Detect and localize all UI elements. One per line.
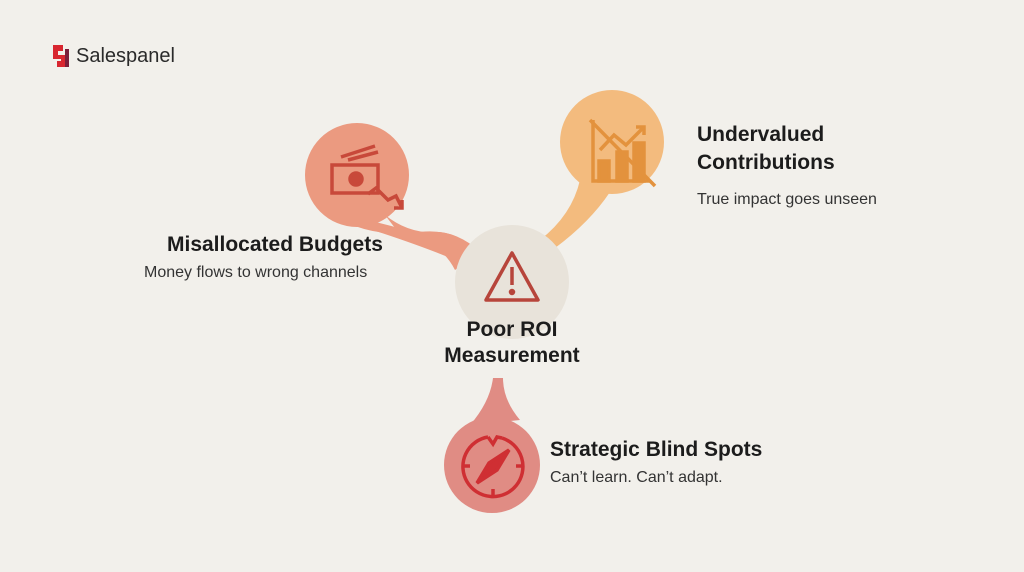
node-budgets-bubble	[305, 123, 480, 270]
node-blindspots-subtitle: Can’t learn. Can’t adapt.	[550, 469, 723, 486]
node-contributions-title-line2: Contributions	[697, 151, 835, 174]
node-blindspots-title: Strategic Blind Spots	[550, 438, 763, 461]
brand-name: Salespanel	[76, 44, 175, 67]
node-budgets-subtitle: Money flows to wrong channels	[144, 264, 368, 281]
brand-logo: Salespanel	[51, 43, 175, 69]
broken-compass-icon	[461, 435, 525, 499]
node-contributions-subtitle: True impact goes unseen	[697, 191, 877, 208]
salespanel-logo-icon	[53, 45, 69, 67]
warning-triangle-icon	[484, 251, 540, 302]
money-down-icon	[330, 144, 404, 210]
node-contributions-title-line1: Undervalued	[697, 123, 825, 146]
center-title-line1: Poor ROI	[466, 318, 558, 341]
center-title-line2: Measurement	[444, 344, 580, 367]
chart-crossed-icon	[588, 118, 657, 188]
node-budgets-title: Misallocated Budgets	[167, 233, 383, 256]
